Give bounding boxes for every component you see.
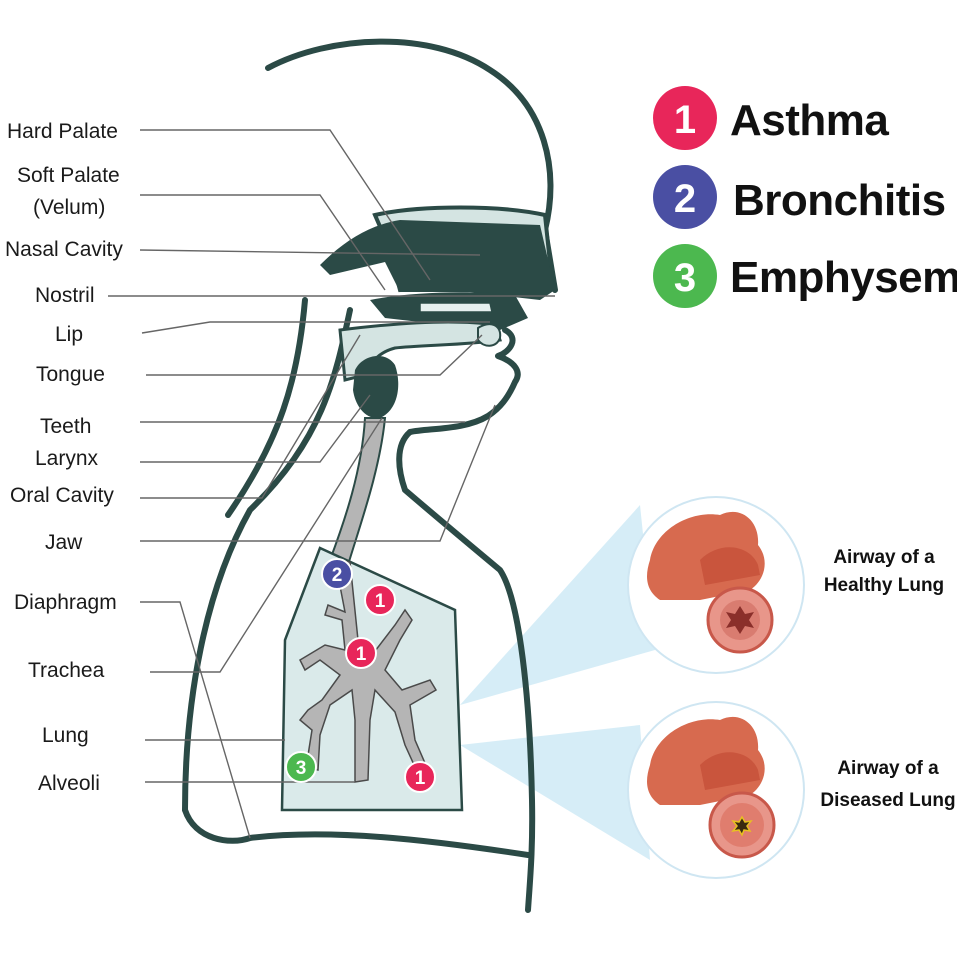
label-larynx: Larynx [35,447,99,470]
label-trachea: Trachea [28,659,105,682]
marker-bronchitis: 2 [321,558,353,590]
svg-text:1: 1 [356,644,367,665]
label-soft-palate: Soft Palate [17,164,120,187]
label-teeth: Teeth [40,415,91,438]
body-outline [182,38,558,913]
leader-lines [108,129,555,839]
legend-item-bronchitis: 2 Bronchitis [653,165,946,229]
legend-label-bronchitis: Bronchitis [733,176,946,225]
legend-item-emphysema: 3 Emphysema [653,244,957,308]
label-diaphragm: Diaphragm [14,591,117,614]
label-lung: Lung [42,724,89,747]
healthy-caption-line2: Healthy Lung [824,575,944,596]
label-alveoli: Alveoli [38,772,100,795]
svg-text:3: 3 [296,758,307,779]
label-hard-palate: Hard Palate [7,120,118,143]
diseased-airway-illustration [647,716,776,859]
diseased-airway-panel: Airway of a Diseased Lung [627,701,956,879]
legend-item-asthma: 1 Asthma [653,86,890,150]
healthy-airway-panel: Airway of a Healthy Lung [627,496,944,674]
legend-label-asthma: Asthma [730,96,889,145]
svg-text:2: 2 [674,177,696,221]
legend-badge-asthma [653,86,717,150]
legend-label-emphysema: Emphysema [730,253,957,302]
legend-badge-bronchitis [653,165,717,229]
label-jaw: Jaw [45,531,83,554]
diseased-caption-line2: Diseased Lung [820,790,955,811]
healthy-caption-line1: Airway of a [833,547,935,568]
diseased-zoom-beam [460,725,650,860]
marker-asthma-lower: 1 [404,761,436,793]
svg-text:1: 1 [415,768,426,789]
legend: 1 Asthma 2 Bronchitis 3 Emphysema [653,86,957,308]
label-nasal-cavity: Nasal Cavity [5,238,123,261]
label-oral-cavity: Oral Cavity [10,484,114,507]
diseased-caption-line1: Airway of a [837,758,939,779]
svg-text:1: 1 [674,98,696,142]
teeth-row [419,302,493,313]
disease-markers: 1 1 1 2 3 [285,558,436,793]
anatomy-labels: Hard Palate Soft Palate (Velum) Nasal Ca… [5,120,123,795]
marker-asthma-upper: 1 [364,584,396,616]
legend-badge-emphysema [653,244,717,308]
marker-emphysema: 3 [285,751,317,783]
svg-text:1: 1 [375,591,386,612]
label-tongue: Tongue [36,363,105,386]
svg-text:3: 3 [674,256,696,300]
label-velum: (Velum) [33,196,105,219]
marker-asthma-middle: 1 [345,637,377,669]
trachea-shape [328,417,387,567]
lip-shape [477,323,502,347]
nasal-roof-shape [320,220,555,300]
label-lip: Lip [55,323,83,346]
label-nostril: Nostril [35,284,95,307]
healthy-zoom-beam [460,505,655,705]
healthy-airway-illustration [647,511,774,654]
svg-text:2: 2 [332,565,343,586]
